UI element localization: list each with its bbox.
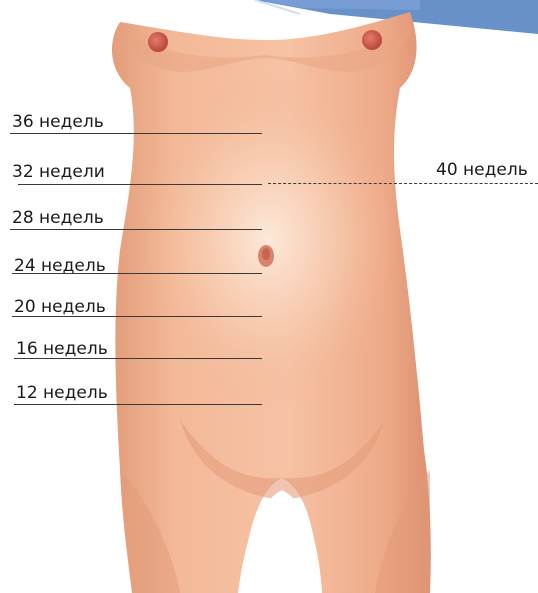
label-36-weeks: 36 недель: [12, 112, 104, 132]
line-12-weeks: [14, 404, 262, 405]
label-28-weeks: 28 недель: [12, 208, 104, 228]
label-12-weeks: 12 недель: [16, 383, 108, 403]
label-24-weeks: 24 недель: [14, 256, 106, 276]
line-40-weeks: [268, 183, 538, 184]
line-32-weeks: [18, 184, 262, 185]
label-32-weeks: 32 недели: [12, 162, 105, 182]
line-36-weeks: [10, 133, 262, 134]
label-16-weeks: 16 недель: [16, 339, 108, 359]
right-nipple: [362, 30, 382, 50]
line-28-weeks: [10, 229, 262, 230]
left-nipple: [148, 32, 168, 52]
label-20-weeks: 20 недель: [14, 297, 106, 317]
label-40-weeks: 40 недель: [436, 160, 528, 180]
